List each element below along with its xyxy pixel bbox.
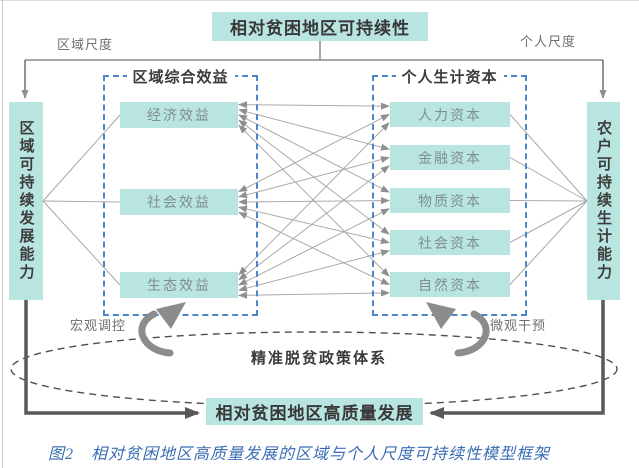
livelihood-capitals-title: 个人生计资本: [395, 66, 504, 87]
individual-scale-label: 个人尺度: [520, 34, 577, 49]
policy-system-label: 精准脱贫政策体系: [250, 350, 387, 367]
household-livelihood-capacity-box: 农户可持续生计能力: [587, 102, 620, 300]
capital-natural-box: 自然资本: [390, 272, 510, 297]
regional-benefits-title: 区域综合效益: [126, 66, 235, 87]
benefit-ecological-box: 生态效益: [120, 272, 238, 298]
capital-social-box: 社会资本: [390, 230, 510, 255]
high-quality-development-box: 相对贫困地区高质量发展: [206, 398, 423, 425]
capital-financial-box: 金融资本: [390, 145, 510, 170]
benefit-economic-box: 经济效益: [120, 102, 238, 128]
regional-scale-label: 区域尺度: [57, 37, 114, 52]
macro-regulation-label: 宏观调控: [70, 318, 127, 333]
policy-system-ellipse: [10, 331, 618, 407]
capital-human-box: 人力资本: [390, 102, 510, 127]
regional-sustainable-capacity-box: 区域可持续发展能力: [9, 102, 43, 300]
figure-caption: 图2 相对贫困地区高质量发展的区域与个人尺度可持续性模型框架: [47, 446, 550, 463]
benefit-social-box: 社会效益: [120, 189, 238, 215]
page-border-top: [0, 0, 639, 1]
micro-intervention-label: 微观干预: [490, 318, 547, 333]
page-border-left: [2, 0, 3, 468]
capital-physical-box: 物质资本: [390, 188, 510, 213]
top-sustainability-box: 相对贫困地区可持续性: [212, 12, 428, 41]
